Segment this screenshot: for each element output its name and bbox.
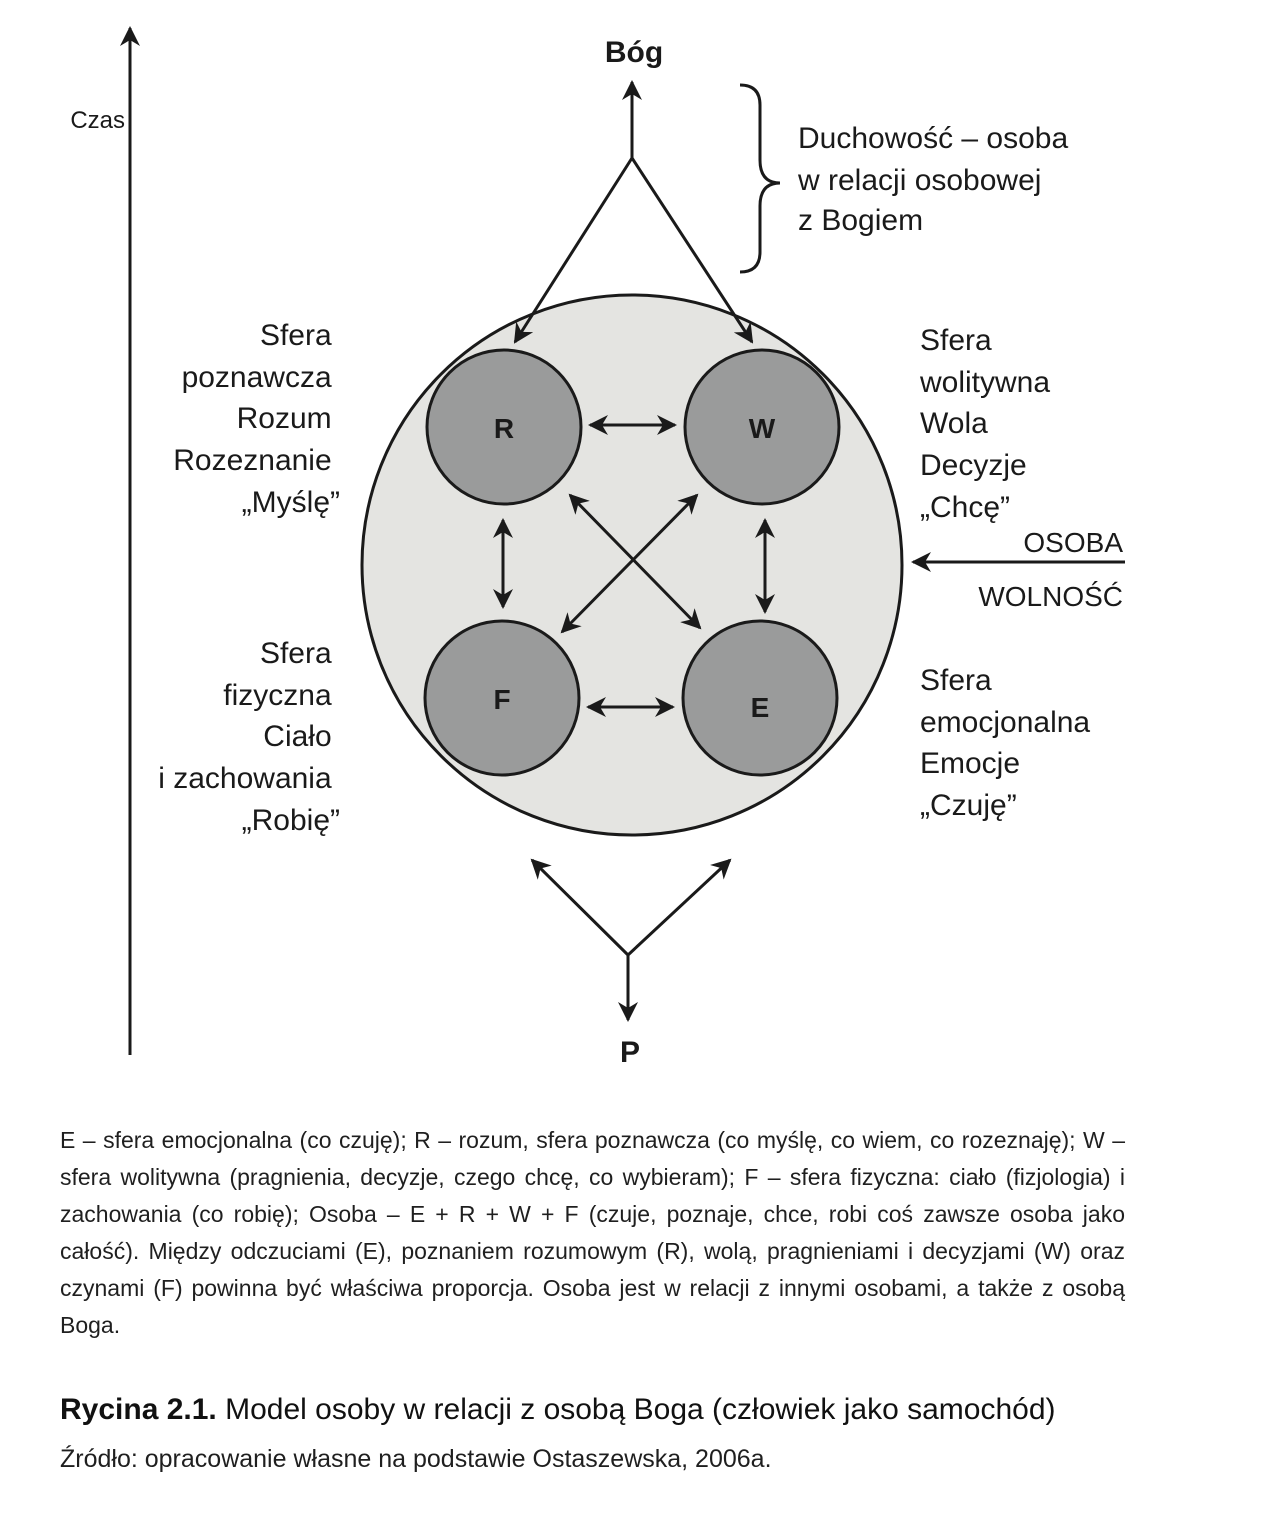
sphere-r-line: Sfera	[260, 319, 332, 352]
brace-text-line: w relacji osobowej	[797, 164, 1041, 197]
person-model-diagram: Czas Bóg Duchowość – osoba w relacji oso…	[70, 26, 1125, 1069]
time-axis-label: Czas	[70, 107, 125, 134]
sphere-e-circle	[681, 619, 839, 777]
sphere-r-description: Sfera poznawcza Rozum Rozeznanie „Myślę”	[173, 319, 340, 519]
sphere-e-line: Sfera	[920, 664, 992, 697]
sphere-e-line: Emocje	[920, 747, 1020, 780]
sphere-e-letter: E	[751, 692, 770, 723]
figure-caption: Rycina 2.1. Model osoby w relacji z osob…	[60, 1393, 1056, 1427]
brace-text-line: z Bogiem	[798, 204, 923, 237]
sphere-w-description: Sfera wolitywna Wola Decyzje „Chcę”	[919, 324, 1058, 524]
arrow-god-to-r	[513, 157, 634, 344]
sphere-w-line: Decyzje	[920, 449, 1027, 482]
sphere-f-line: Sfera	[260, 637, 332, 670]
person-label: OSOBA	[1023, 527, 1123, 558]
sphere-r-line: Rozeznanie	[173, 444, 331, 477]
sphere-r-line: poznawcza	[182, 361, 332, 394]
sphere-r-circle	[425, 348, 583, 506]
sphere-w-line: Sfera	[920, 324, 992, 357]
p-label: P	[620, 1036, 640, 1069]
sphere-w-line: Wola	[920, 407, 988, 440]
sphere-f-line: Ciało	[263, 720, 331, 753]
sphere-e-line: „Czuję”	[920, 789, 1017, 822]
arrow-god-to-w	[630, 157, 754, 344]
sphere-f-line: i zachowania	[158, 762, 332, 795]
sphere-f-line: fizyczna	[223, 679, 332, 712]
figure-title: Model osoby w relacji z osobą Boga (czło…	[225, 1393, 1056, 1426]
sphere-f-line: „Robię”	[242, 804, 340, 837]
figure-source: Źródło: opracowanie własne na podstawie …	[60, 1445, 772, 1473]
sphere-e-line: emocjonalna	[920, 706, 1090, 739]
arrow-p-left	[530, 858, 630, 957]
sphere-r-line: Rozum	[237, 402, 332, 435]
sphere-w-circle	[683, 348, 841, 506]
sphere-r-letter: R	[494, 413, 514, 444]
god-label: Bóg	[605, 36, 663, 69]
sphere-e-description: Sfera emocjonalna Emocje „Czuję”	[920, 664, 1098, 822]
sphere-w-line: „Chcę”	[920, 491, 1010, 524]
brace-text-line: Duchowość – osoba	[798, 122, 1068, 155]
brace-text: Duchowość – osoba w relacji osobowej z B…	[797, 122, 1077, 237]
sphere-r-line: „Myślę”	[242, 486, 340, 519]
arrow-w-f	[560, 493, 699, 634]
arrow-p-right	[626, 858, 732, 957]
figure-number: Rycina 2.1.	[60, 1393, 217, 1426]
sphere-w-line: wolitywna	[919, 366, 1050, 399]
sphere-w-letter: W	[749, 413, 776, 444]
sphere-f-circle	[423, 619, 581, 777]
figure-legend: E – sfera emocjonalna (co czuję); R – ro…	[60, 1127, 1125, 1338]
sphere-f-letter: F	[493, 684, 510, 715]
curly-brace	[739, 83, 781, 274]
sphere-f-description: Sfera fizyczna Ciało i zachowania „Robię…	[158, 637, 340, 837]
freedom-label: WOLNOŚĆ	[978, 580, 1123, 612]
